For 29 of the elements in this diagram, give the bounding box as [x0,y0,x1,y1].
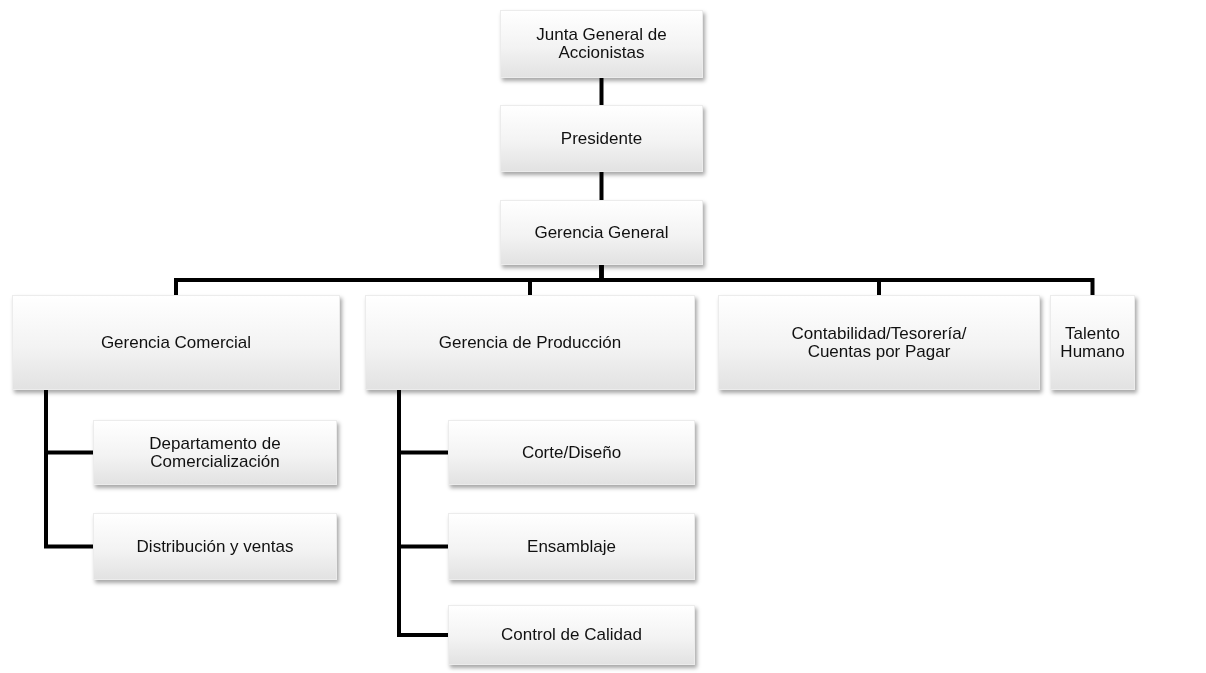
connector-line [599,265,1095,295]
org-box [93,513,337,580]
org-box [365,295,695,390]
connector-line [397,390,448,637]
connector-line [44,390,93,549]
org-box [93,420,337,485]
box-label: Departamento de Comercialización [148,434,282,471]
box-label: Corte/Diseño [521,443,622,462]
connector-line [599,78,604,105]
org-box [500,10,703,78]
org-box [448,513,695,580]
box-label: Junta General de Accionistas [535,26,668,62]
org-box [448,605,695,665]
org-box [500,105,703,172]
box-label: Talento Humano [1059,324,1126,361]
box-label: Contabilidad/Tesorería/ Cuentas por Pagar [790,324,968,361]
box-label: Gerencia General [534,223,669,242]
box-label: Control de Calidad [501,626,642,644]
box-label: Gerencia de Producción [438,333,622,352]
org-box [718,295,1040,390]
org-box [448,420,695,485]
org-box [1050,295,1135,390]
box-label: Distribución y ventas [136,537,294,556]
org-box [12,295,340,390]
box-label: Presidente [560,129,643,148]
box-label: Ensamblaje [527,537,616,556]
org-box [500,200,703,265]
box-label: Gerencia Comercial [100,333,252,352]
connector-line [599,172,604,200]
